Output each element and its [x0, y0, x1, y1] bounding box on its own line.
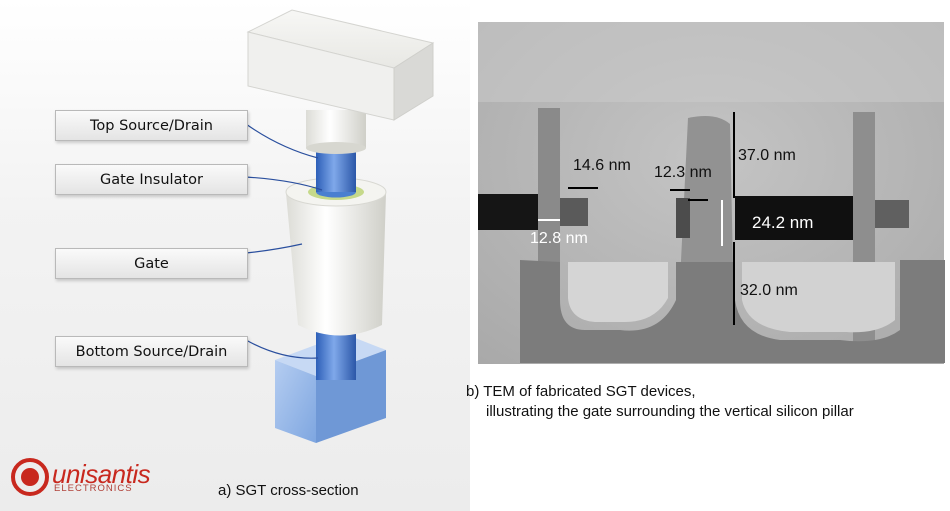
caption-a: a) SGT cross-section: [218, 482, 359, 499]
label-top-source-drain: Top Source/Drain: [55, 110, 248, 141]
bottom-pillar: [316, 328, 356, 380]
unisantis-logo-icon: [11, 458, 49, 496]
caption-b-line1: b) TEM of fabricated SGT devices,: [466, 383, 696, 400]
leader-lines: [245, 123, 323, 359]
tem-label-12-3: 12.3 nm: [654, 164, 712, 181]
tem-label-37-0: 37.0 nm: [738, 147, 796, 164]
tem-label-24-2: 24.2 nm: [752, 213, 814, 232]
label-gate: Gate: [55, 248, 248, 279]
sgt-3d-model: [245, 9, 435, 443]
top-contact-block: [246, 9, 435, 121]
top-source-drain-cylinder: [306, 110, 366, 154]
tem-measurement-lines: [568, 112, 735, 325]
tem-label-12-8: 12.8 nm: [530, 230, 588, 247]
caption-b-line2: illustrating the gate surrounding the ve…: [486, 403, 854, 420]
label-bottom-source-drain: Bottom Source/Drain: [55, 336, 248, 367]
logo-subtitle: ELECTRONICS: [54, 483, 133, 494]
tem-image: [478, 22, 945, 364]
tem-label-32-0: 32.0 nm: [740, 282, 798, 299]
tem-label-14-6: 14.6 nm: [573, 157, 631, 174]
label-gate-insulator: Gate Insulator: [55, 164, 248, 195]
gate-cylinder: [285, 177, 387, 336]
logo-wordmark: unisantis: [52, 459, 151, 489]
